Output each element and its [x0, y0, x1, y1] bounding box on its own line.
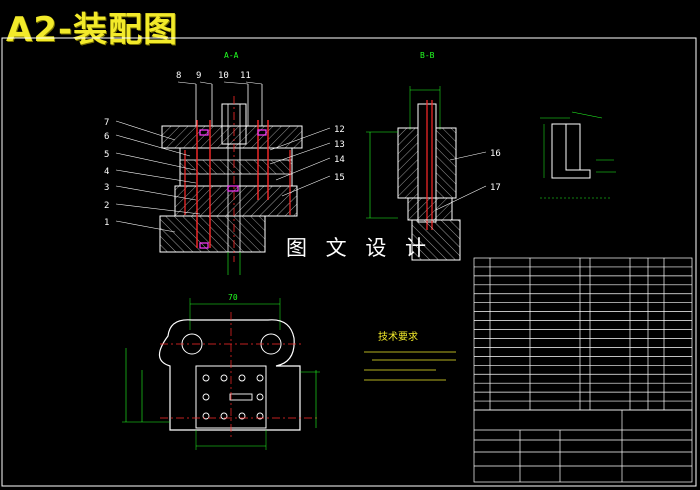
svg-text:12: 12	[334, 125, 345, 135]
svg-text:8: 8	[176, 71, 181, 81]
svg-text:3: 3	[104, 183, 109, 193]
svg-text:B-B: B-B	[420, 51, 435, 60]
svg-text:4: 4	[104, 167, 109, 177]
svg-text:16: 16	[490, 149, 501, 159]
callouts-left: 7 6 5 4 3 2 1	[104, 118, 201, 233]
svg-text:11: 11	[240, 71, 251, 81]
svg-text:10: 10	[218, 71, 229, 81]
callouts-right: 12 13 14 15	[269, 125, 345, 197]
width-dim: 70	[228, 293, 238, 302]
svg-text:2: 2	[104, 201, 109, 211]
part-detail-view	[540, 111, 616, 199]
drawing-frame	[1, 37, 697, 487]
section-aa-view: A-A	[159, 51, 303, 275]
plan-view: 70	[122, 293, 320, 450]
drawing-title: A2-装配图	[6, 10, 179, 50]
svg-text:7: 7	[104, 118, 109, 128]
section-aa-label: A-A	[224, 51, 239, 60]
section-bb-view: B-B 16 17	[366, 51, 501, 261]
callouts-top: 8 9 10 11	[176, 71, 263, 85]
svg-text:14: 14	[334, 155, 345, 165]
svg-text:6: 6	[104, 132, 109, 142]
svg-text:5: 5	[104, 150, 109, 160]
watermark-text: 图 文 设 计	[286, 236, 433, 260]
svg-text:9: 9	[196, 71, 201, 81]
svg-text:1: 1	[104, 218, 109, 228]
svg-text:13: 13	[334, 140, 345, 150]
svg-text:17: 17	[490, 183, 501, 193]
svg-text:15: 15	[334, 173, 345, 183]
parts-list-table	[473, 257, 693, 411]
title-block	[473, 409, 693, 483]
svg-text:技术要求: 技术要求	[378, 330, 418, 343]
tech-requirements: 技术要求	[364, 330, 456, 381]
